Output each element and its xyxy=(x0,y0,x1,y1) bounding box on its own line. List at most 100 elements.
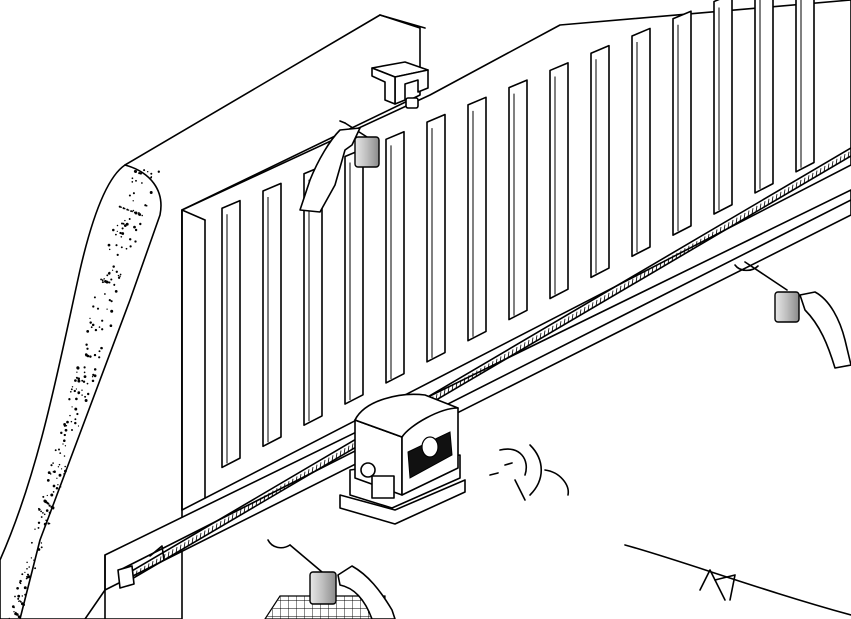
concrete-speckle xyxy=(133,226,136,229)
concrete-speckle xyxy=(117,254,119,256)
concrete-speckle xyxy=(109,249,111,251)
concrete-speckle xyxy=(13,607,14,608)
concrete-speckle xyxy=(129,245,131,247)
concrete-speckle xyxy=(45,520,47,522)
concrete-speckle xyxy=(50,494,53,497)
hand-icon xyxy=(800,292,851,368)
concrete-speckle xyxy=(120,274,122,276)
concrete-speckle xyxy=(146,205,148,207)
concrete-speckle xyxy=(113,285,114,286)
concrete-speckle xyxy=(117,225,119,227)
concrete-speckle xyxy=(89,321,91,323)
concrete-speckle xyxy=(150,191,153,194)
gate-slat xyxy=(345,149,363,404)
concrete-speckle xyxy=(120,236,122,238)
concrete-speckle xyxy=(53,491,55,493)
concrete-speckle xyxy=(46,509,49,512)
concrete-speckle xyxy=(77,377,80,380)
concrete-speckle xyxy=(94,368,97,371)
concrete-speckle xyxy=(135,180,137,182)
concrete-speckle xyxy=(138,213,141,216)
concrete-speckle xyxy=(31,542,33,544)
concrete-speckle xyxy=(75,398,78,401)
concrete-speckle xyxy=(38,548,41,551)
concrete-speckle xyxy=(158,171,160,173)
concrete-speckle xyxy=(104,293,106,295)
gate-slat xyxy=(509,80,527,319)
oil-can-icon xyxy=(745,262,799,322)
concrete-speckle xyxy=(84,396,86,398)
concrete-speckle xyxy=(111,300,113,302)
concrete-speckle xyxy=(95,329,97,331)
concrete-speckle xyxy=(24,594,26,596)
concrete-speckle xyxy=(84,375,87,378)
gate-slat xyxy=(714,0,732,214)
concrete-speckle xyxy=(50,464,52,466)
concrete-speckle xyxy=(140,172,142,174)
concrete-speckle xyxy=(28,575,31,578)
concrete-speckle xyxy=(74,390,76,392)
concrete-speckle xyxy=(132,177,134,179)
concrete-speckle xyxy=(74,418,76,420)
concrete-speckle xyxy=(69,415,70,416)
concrete-speckle xyxy=(99,326,101,328)
concrete-speckle xyxy=(47,479,50,482)
concrete-speckle xyxy=(141,182,143,184)
concrete-speckle xyxy=(74,408,77,411)
concrete-speckle xyxy=(129,218,131,220)
concrete-speckle xyxy=(19,580,21,582)
concrete-speckle xyxy=(85,344,87,346)
concrete-speckle xyxy=(18,601,20,603)
concrete-speckle xyxy=(44,513,46,515)
concrete-speckle xyxy=(108,281,110,283)
concrete-speckle xyxy=(59,452,61,454)
concrete-speckle xyxy=(71,406,72,407)
concrete-speckle xyxy=(77,380,80,383)
concrete-speckle xyxy=(89,318,90,319)
concrete-speckle xyxy=(49,505,51,507)
concrete-speckle xyxy=(76,366,79,369)
concrete-speckle xyxy=(133,200,134,201)
concrete-speckle xyxy=(42,512,44,514)
concrete-speckle xyxy=(129,194,131,196)
concrete-speckle xyxy=(110,310,113,313)
concrete-speckle xyxy=(28,566,30,568)
concrete-speckle xyxy=(41,542,42,543)
concrete-speckle xyxy=(102,279,104,281)
concrete-speckle xyxy=(110,324,113,327)
concrete-speckle xyxy=(83,380,85,382)
gate-slat xyxy=(591,46,609,278)
concrete-speckle xyxy=(143,169,145,171)
concrete-speckle xyxy=(74,379,77,382)
concrete-speckle xyxy=(86,330,89,333)
concrete-speckle xyxy=(71,421,73,423)
concrete-speckle xyxy=(110,278,112,280)
concrete-speckle xyxy=(60,486,61,487)
concrete-speckle xyxy=(116,271,118,273)
concrete-speckle xyxy=(66,421,69,424)
concrete-speckle xyxy=(61,468,62,469)
concrete-speckle xyxy=(87,383,89,385)
concrete-speckle xyxy=(62,443,63,444)
concrete-speckle xyxy=(87,393,89,395)
concrete-speckle xyxy=(84,366,86,368)
concrete-speckle xyxy=(87,355,90,358)
concrete-speckle xyxy=(71,388,73,390)
concrete-speckle xyxy=(34,567,36,569)
concrete-speckle xyxy=(58,449,60,451)
concrete-speckle xyxy=(89,355,91,357)
concrete-speckle xyxy=(106,274,108,276)
concrete-speckle xyxy=(60,432,62,434)
concrete-speckle xyxy=(150,173,152,175)
concrete-speckle xyxy=(119,232,121,234)
concrete-speckle xyxy=(92,376,93,377)
concrete-speckle xyxy=(84,372,86,374)
concrete-speckle xyxy=(133,192,135,194)
concrete-speckle xyxy=(33,559,34,560)
concrete-speckle xyxy=(18,615,21,618)
concrete-speckle xyxy=(13,611,14,612)
concrete-speckle xyxy=(16,587,19,590)
concrete-speckle xyxy=(81,394,82,395)
concrete-speckle xyxy=(14,596,16,598)
